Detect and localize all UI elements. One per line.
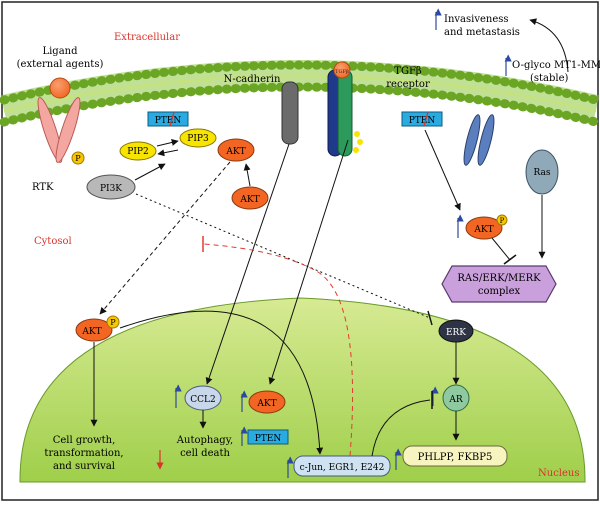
akt-inhibits-complex-line bbox=[491, 237, 511, 261]
akt-cytosol-node bbox=[231, 186, 269, 210]
invasiveness-label-line2: and metastasis bbox=[444, 27, 520, 38]
n-cadherin-protein bbox=[281, 81, 299, 145]
ligand-label-line1: Ligand bbox=[42, 46, 78, 57]
pten-inhibit-mark-right bbox=[423, 111, 429, 127]
akt-nucleus-label: AKT bbox=[256, 399, 276, 409]
rtk-receptor bbox=[37, 97, 81, 163]
cytosol-label: Cytosol bbox=[34, 236, 72, 247]
tgfb-receptor-complex bbox=[327, 69, 363, 157]
pten-label-right: PTEN bbox=[409, 116, 436, 126]
akt-p-phospho-badge bbox=[106, 315, 120, 329]
tgfb-ligand-label: TGFβ bbox=[335, 69, 349, 75]
pip2-to-pip3-arrow bbox=[156, 139, 179, 147]
mt1-mmp-protein bbox=[463, 114, 495, 166]
growth-label-line1: Cell growth, bbox=[53, 435, 116, 446]
erk-label: ERK bbox=[446, 328, 466, 338]
feedback-inhibition-line bbox=[203, 243, 354, 457]
complex-label-line2: complex bbox=[478, 286, 521, 297]
pten-to-akt-right-arrow bbox=[424, 129, 461, 211]
mmp-label-line2: (stable) bbox=[530, 73, 569, 84]
rtk-p-label: P bbox=[75, 154, 81, 163]
mmp-label-line1: O-glyco MT1-MMP bbox=[512, 60, 600, 71]
cjun-box bbox=[293, 455, 391, 477]
akt-to-nucleus-dashed-arrow bbox=[99, 161, 231, 315]
pip2-label: PIP2 bbox=[127, 147, 148, 157]
pten-nucleus-box bbox=[247, 429, 289, 445]
invasiveness-label-line1: Invasiveness bbox=[444, 14, 509, 25]
pten-membrane-left bbox=[147, 111, 189, 127]
n-cadherin-label: N-cadherin bbox=[224, 74, 281, 85]
akt-p-p-label: P bbox=[110, 318, 116, 327]
tgfb-receptor-label-line2: receptor bbox=[386, 79, 430, 90]
ligand-icon bbox=[49, 77, 71, 99]
akt-right-node bbox=[465, 216, 503, 240]
akt-nucleus-node bbox=[248, 390, 286, 414]
rtk-phospho-badge bbox=[71, 151, 85, 165]
akt-p-to-cjun-arrow bbox=[119, 310, 324, 455]
phlpp-fkbp5-label: PHLPP, FKBP5 bbox=[418, 452, 493, 463]
pten-inhibit-mark-left bbox=[169, 111, 175, 127]
autophagy-label-line1: Autophagy, bbox=[176, 435, 233, 446]
tgfb-to-akt-nucleus-arrow bbox=[268, 139, 349, 385]
akt-cytosol-label: AKT bbox=[239, 195, 259, 205]
cjun-inhibits-ar-line bbox=[371, 399, 431, 457]
tgfb-ligand-icon bbox=[333, 61, 351, 79]
pi3k-node bbox=[86, 174, 136, 200]
phlpp-fkbp5-box bbox=[402, 445, 508, 467]
akt-right-phospho-badge bbox=[496, 214, 508, 226]
ras-erk-merk-complex bbox=[441, 265, 557, 303]
nucleus-region bbox=[19, 297, 586, 483]
pip3-label: PIP3 bbox=[187, 134, 209, 144]
pip3-to-pip2-arrow bbox=[157, 149, 179, 157]
cell-membrane bbox=[0, 60, 600, 127]
pi3k-erk-inhibition-bar bbox=[427, 310, 433, 326]
pten-label-left: PTEN bbox=[155, 116, 182, 126]
pip3-node bbox=[179, 128, 217, 148]
extracellular-label: Extracellular bbox=[114, 32, 180, 43]
ras-label: Ras bbox=[534, 168, 551, 178]
ccl2-label: CCL2 bbox=[190, 395, 215, 405]
pten-nucleus-label: PTEN bbox=[255, 434, 282, 444]
akt-p-label: AKT bbox=[81, 327, 101, 337]
akt-translocation-arrow bbox=[243, 163, 251, 187]
pi3k-erk-inhibition-line bbox=[135, 193, 431, 319]
pi3k-label: PI3K bbox=[100, 184, 122, 194]
tgfb-receptor-label-line1: TGFβ bbox=[394, 66, 422, 77]
akt-p-node bbox=[75, 318, 113, 342]
pi3k-activation-arrow bbox=[134, 163, 166, 181]
growth-label-line3: and survival bbox=[53, 461, 115, 472]
cjun-label: c-Jun, EGR1, E242 bbox=[300, 463, 385, 473]
ligand-label-line2: (external agents) bbox=[17, 59, 104, 70]
ras-node bbox=[525, 149, 559, 195]
autophagy-label-line2: cell death bbox=[180, 448, 230, 459]
pip2-node bbox=[119, 141, 157, 161]
akt-inhibits-complex-bar bbox=[503, 254, 517, 265]
complex-label-line1: RAS/ERK/MERK bbox=[457, 273, 541, 284]
mmp-to-invasiveness-arrow bbox=[529, 18, 569, 73]
n-cadherin-to-ccl2-arrow bbox=[205, 143, 290, 385]
pten-membrane-right bbox=[401, 111, 443, 127]
akt-right-p-label: P bbox=[500, 217, 505, 225]
nucleus-label: Nucleus bbox=[538, 468, 579, 479]
akt-membrane-node bbox=[217, 138, 255, 162]
ar-label: AR bbox=[448, 395, 462, 405]
rtk-label: RTK bbox=[32, 182, 54, 193]
akt-right-label: AKT bbox=[473, 225, 493, 235]
akt-membrane-label: AKT bbox=[225, 147, 245, 157]
growth-label-line2: transformation, bbox=[44, 448, 123, 459]
